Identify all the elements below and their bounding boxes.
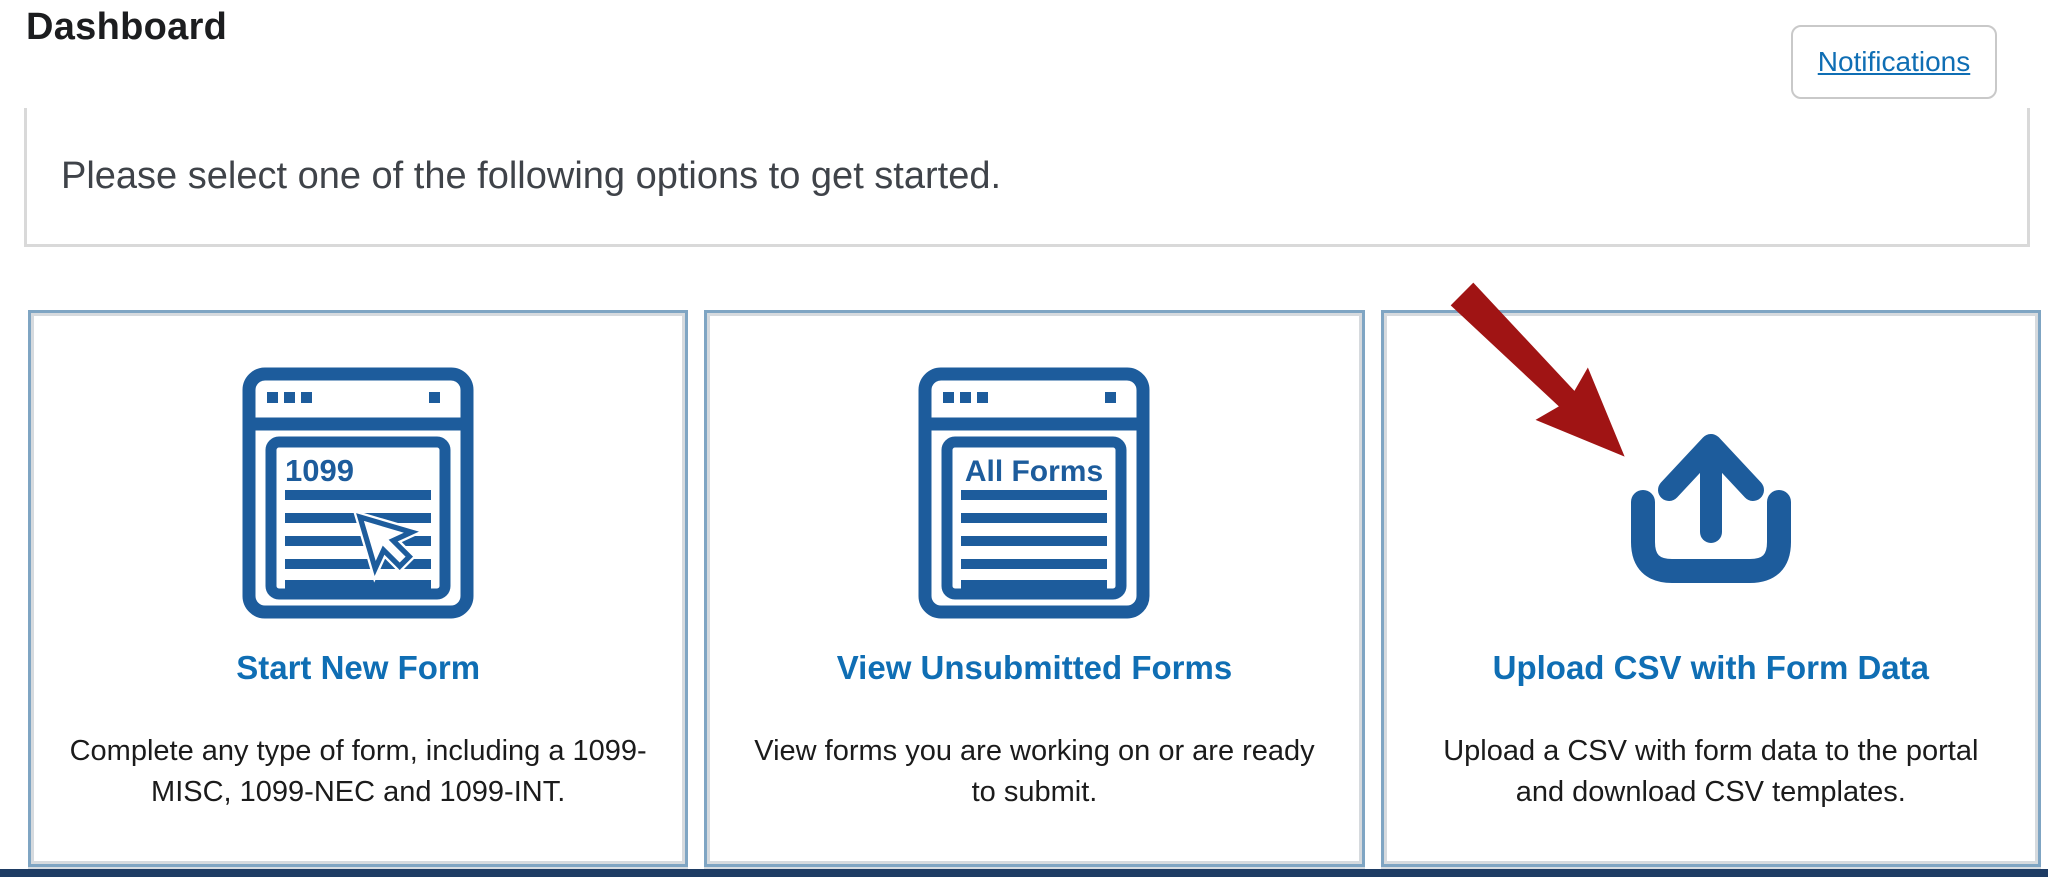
upload-icon-area [1618,365,1804,621]
notifications-button[interactable]: Notifications [1791,25,1997,99]
start-new-form-card[interactable]: 1099 Start New Form Complete any type of… [28,310,689,867]
start-new-form-title[interactable]: Start New Form [236,649,481,686]
icon-label-all-forms: All Forms [965,455,1103,488]
all-forms-icon: All Forms [918,367,1150,619]
notifications-link[interactable]: Notifications [1817,46,1971,77]
icon-label-1099: 1099 [285,453,354,488]
upload-csv-title[interactable]: Upload CSV with Form Data [1492,649,1929,686]
upload-icon [1630,434,1791,583]
intro-text: Please select one of the following optio… [61,154,1002,197]
view-unsubmitted-forms-card[interactable]: All Forms View Unsubmitted Forms View fo… [704,310,1365,867]
view-unsubmitted-forms-title[interactable]: View Unsubmitted Forms [836,649,1233,686]
intro-box: Please select one of the following optio… [24,108,2030,247]
start-new-form-description: Complete any type of form, including a 1… [69,735,647,808]
view-unsubmitted-forms-description: View forms you are working on or are rea… [754,735,1315,808]
footer-top-bar [0,869,2048,877]
dashboard-options: 1099 Start New Form Complete any type of… [28,310,2041,867]
start-new-form-icon-area: 1099 [242,365,474,621]
page-title: Dashboard [26,6,228,48]
upload-csv-card[interactable]: Upload CSV with Form Data Upload a CSV w… [1380,310,2041,867]
upload-csv-description: Upload a CSV with form data to the porta… [1443,735,1979,808]
view-unsubmitted-icon-area: All Forms [918,365,1150,621]
form-1099-icon: 1099 [242,367,474,619]
cursor-arrow-icon [352,509,426,583]
